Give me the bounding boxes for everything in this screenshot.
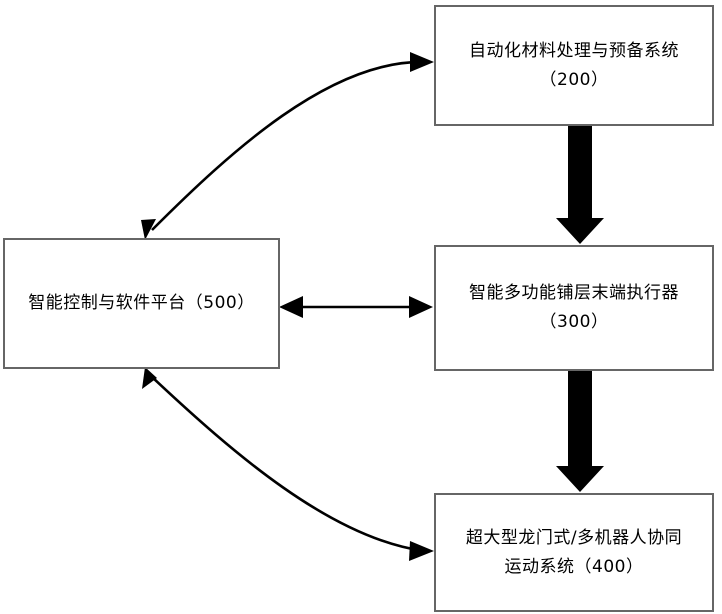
- node-label-500: 智能控制与软件平台（500）: [28, 293, 255, 313]
- arrowhead-into-300-left: [409, 296, 433, 318]
- node-label-200: 自动化材料处理与预备系统 （200）: [469, 40, 679, 90]
- connector-curve-500-to-200: [141, 52, 434, 240]
- connector-line-500-to-300: [279, 296, 433, 318]
- arrowhead-into-200-left: [410, 52, 434, 72]
- node-box-300[interactable]: 智能多功能铺层末端执行器 （300）: [434, 245, 714, 371]
- node-label-400: 超大型龙门式/多机器人协同 运动系统（400）: [465, 527, 683, 577]
- connector-curve-500-to-400: [142, 367, 434, 561]
- arrowhead-into-500-top: [141, 219, 156, 240]
- connector-block-300-to-400: [556, 371, 604, 492]
- arrowhead-into-500-right: [279, 296, 303, 318]
- connector-block-200-to-300: [556, 125, 604, 244]
- arrowhead-into-400-left: [409, 541, 434, 561]
- node-label-300: 智能多功能铺层末端执行器 （300）: [469, 283, 679, 332]
- node-box-400[interactable]: 超大型龙门式/多机器人协同 运动系统（400）: [434, 493, 714, 612]
- arrowhead-into-500-bottom: [142, 367, 157, 389]
- node-box-500[interactable]: 智能控制与软件平台（500）: [3, 238, 280, 369]
- node-box-200[interactable]: 自动化材料处理与预备系统 （200）: [434, 5, 714, 126]
